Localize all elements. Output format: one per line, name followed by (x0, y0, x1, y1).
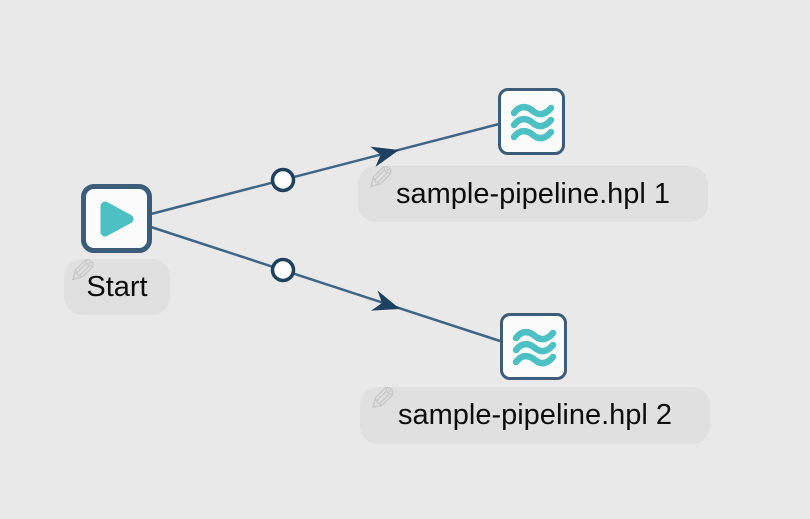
hop-arrow-1 (370, 146, 399, 167)
start-action-label[interactable]: ✎ Start (64, 259, 170, 315)
pipeline-1-label[interactable]: ✎ sample-pipeline.hpl 1 (358, 166, 708, 222)
pipeline-1-label-text: sample-pipeline.hpl 1 (395, 177, 671, 210)
hop-start-to-pipeline-1 (150, 122, 500, 216)
pipeline-1-icon[interactable] (498, 88, 565, 155)
play-icon (100, 201, 133, 236)
hop-arrow-2 (371, 290, 400, 311)
pipeline-waves-icon (512, 328, 556, 366)
pipeline-2-label[interactable]: ✎ sample-pipeline.hpl 2 (360, 387, 710, 444)
hop-midpoint-circle-1[interactable] (270, 167, 296, 193)
pipeline-2-label-text: sample-pipeline.hpl 2 (397, 399, 673, 431)
pipeline-2-icon[interactable] (500, 313, 567, 380)
hop-line-1[interactable] (150, 122, 500, 216)
pipeline-waves-icon (510, 103, 554, 141)
hop-start-to-pipeline-2 (150, 225, 501, 343)
hop-midpoint-circle-2[interactable] (270, 257, 296, 283)
hop-line-2[interactable] (150, 225, 501, 343)
start-action-icon[interactable] (81, 184, 152, 253)
start-label-text: Start (86, 270, 148, 303)
